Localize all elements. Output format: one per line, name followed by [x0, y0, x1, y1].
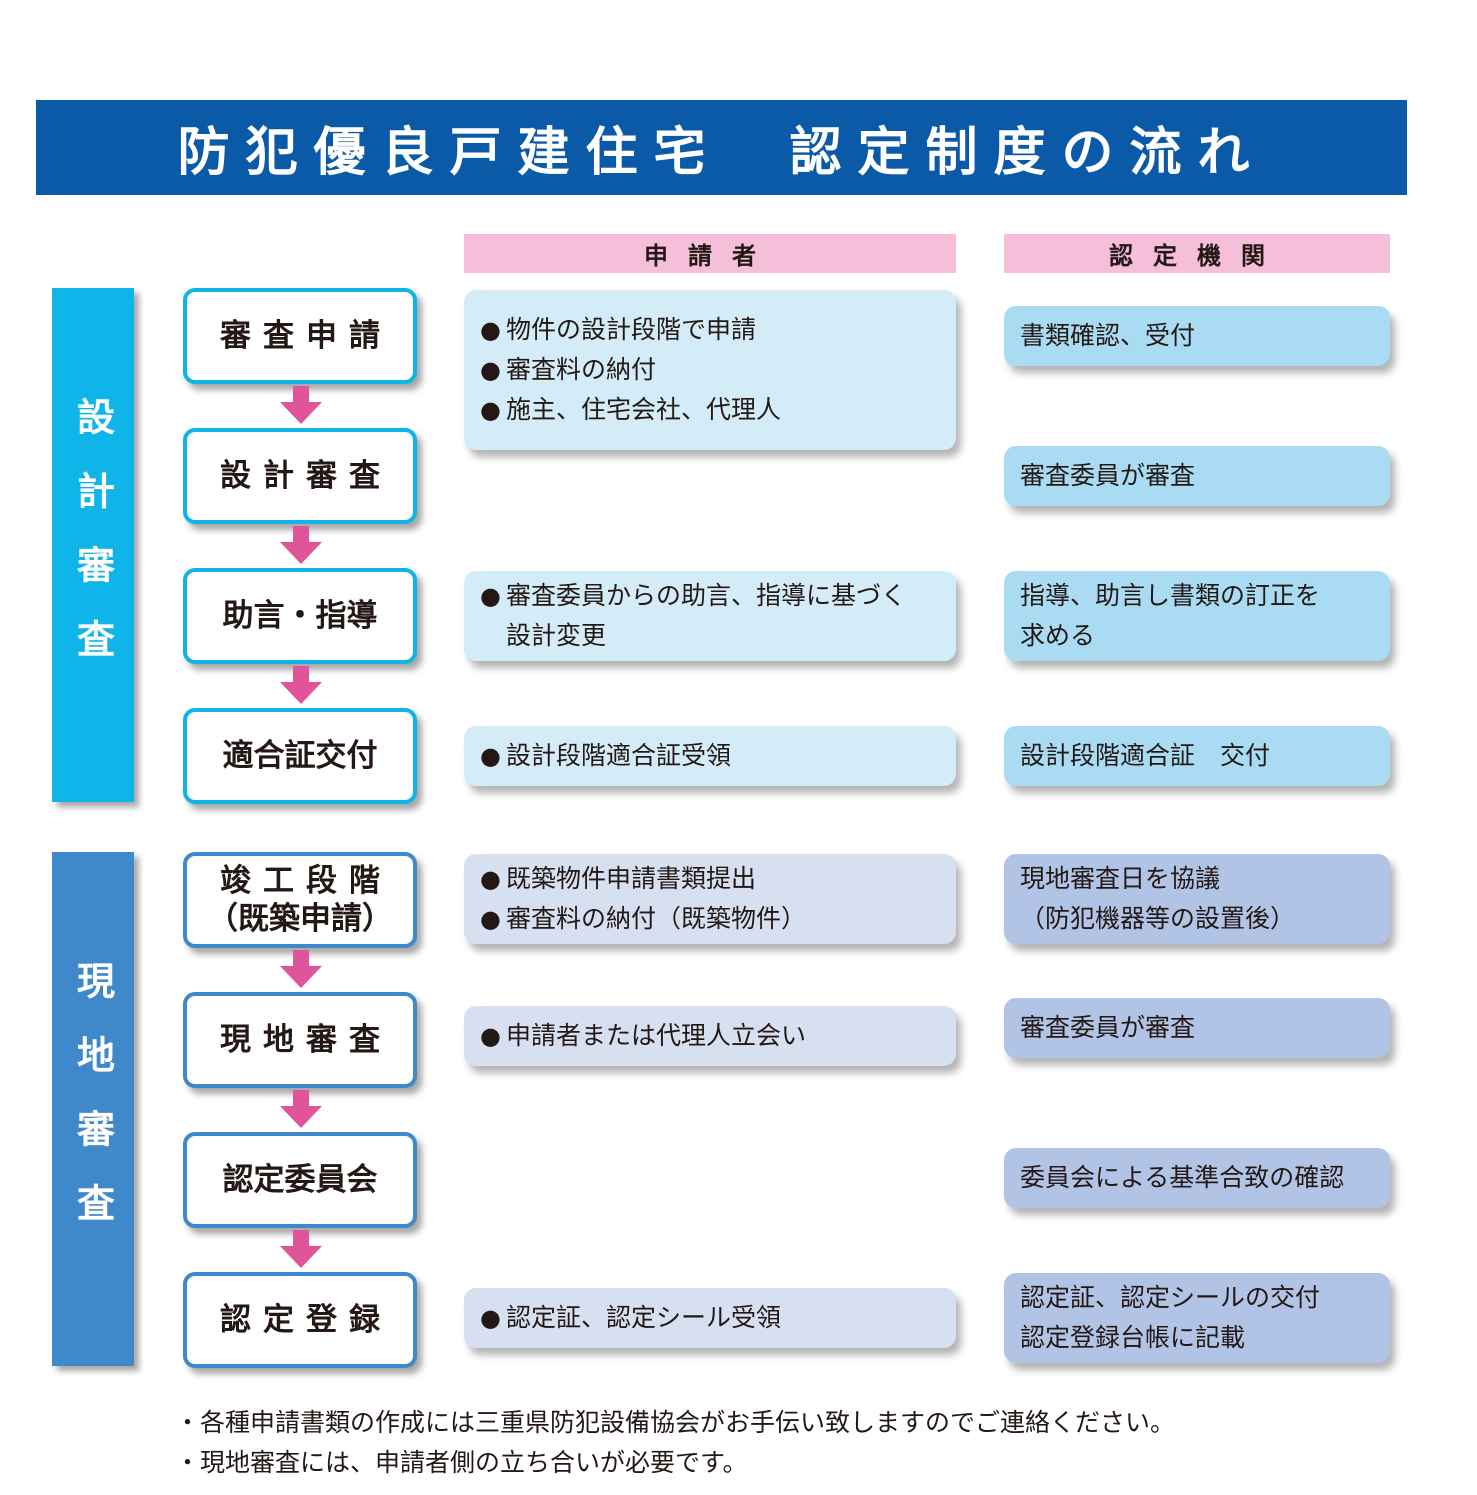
step-label: 認定登録 [220, 1302, 392, 1338]
step-label: 現地審査 [220, 1022, 392, 1058]
bullet-icon: ● [480, 865, 501, 893]
step-advice-guidance: 助言・指導 [183, 568, 417, 664]
column-header-applicant: 申請者 [464, 234, 956, 273]
step-registration: 認定登録 [183, 1272, 417, 1368]
down-arrow-icon [280, 386, 322, 424]
list-item: ●審査料の納付 [480, 350, 940, 390]
phase-bar-design-review: 設計審査 [52, 288, 134, 802]
body-note-completion: 現地審査日を協議 （防犯機器等の設置後） [1004, 854, 1390, 944]
bullet-icon: ● [480, 396, 501, 424]
bullet-icon: ● [480, 1022, 501, 1050]
list-item: ●施主、住宅会社、代理人 [480, 390, 940, 430]
list-item: ●既築物件申請書類提出 [480, 859, 940, 899]
applicant-note-advice: ●審査委員からの助言、指導に基づく 設計変更 [464, 571, 956, 661]
body-note-site-review: 審査委員が審査 [1004, 998, 1390, 1058]
phase-label-site-review: 現地審査 [70, 961, 115, 1257]
body-note-certificate: 設計段階適合証 交付 [1004, 726, 1390, 786]
applicant-note-registration: ●認定証、認定シール受領 [464, 1288, 956, 1348]
down-arrow-icon [280, 950, 322, 988]
down-arrow-icon [280, 666, 322, 704]
step-label: 認定委員会 [222, 1162, 378, 1198]
list-item: ●審査委員からの助言、指導に基づく [480, 576, 940, 616]
bullet-icon: ● [480, 905, 501, 933]
applicant-note-application: ●物件の設計段階で申請 ●審査料の納付 ●施主、住宅会社、代理人 [464, 290, 956, 450]
step-site-review: 現地審査 [183, 992, 417, 1088]
page-title: 防犯優良戸建住宅 認定制度の流れ [177, 123, 1266, 183]
bullet-icon: ● [480, 356, 501, 384]
bullet-icon: ● [480, 1304, 501, 1332]
step-certificate-issue: 適合証交付 [183, 708, 417, 804]
body-note-committee: 委員会による基準合致の確認 [1004, 1148, 1390, 1208]
applicant-note-certificate: ●設計段階適合証受領 [464, 726, 956, 786]
body-note-advice: 指導、助言し書類の訂正を 求める [1004, 571, 1390, 661]
list-item: ●設計段階適合証受領 [480, 736, 940, 776]
body-note-application: 書類確認、受付 [1004, 306, 1390, 366]
list-item: ●申請者または代理人立会い [480, 1016, 940, 1056]
list-item-continuation: 設計変更 [506, 621, 607, 650]
step-label: 適合証交付 [222, 738, 378, 774]
column-header-certifying-body: 認定機関 [1004, 234, 1390, 273]
bullet-icon: ● [480, 582, 501, 610]
body-note-registration: 認定証、認定シールの交付 認定登録台帳に記載 [1004, 1273, 1390, 1363]
phase-bar-site-review: 現地審査 [52, 852, 134, 1366]
bullet-icon: ● [480, 316, 501, 344]
step-application: 審査申請 [183, 288, 417, 384]
list-item: ●審査料の納付（既築物件） [480, 899, 940, 939]
step-committee: 認定委員会 [183, 1132, 417, 1228]
down-arrow-icon [280, 1090, 322, 1128]
step-label: 助言・指導 [222, 598, 378, 634]
footnote: ・各種申請書類の作成には三重県防犯設備協会がお手伝い致しますのでご連絡ください。 [175, 1408, 1176, 1437]
applicant-note-completion: ●既築物件申請書類提出 ●審査料の納付（既築物件） [464, 854, 956, 944]
down-arrow-icon [280, 526, 322, 564]
down-arrow-icon [280, 1230, 322, 1268]
step-label-line2: （既築申請） [207, 901, 393, 937]
step-completion: 竣工段階 （既築申請） [183, 852, 417, 948]
step-design-review: 設計審査 [183, 428, 417, 524]
phase-label-design-review: 設計審査 [70, 397, 115, 693]
applicant-note-site-review: ●申請者または代理人立会い [464, 1006, 956, 1066]
step-label: 設計審査 [220, 458, 392, 494]
step-label: 審査申請 [220, 318, 392, 354]
list-item: ●認定証、認定シール受領 [480, 1298, 940, 1338]
body-note-design-review: 審査委員が審査 [1004, 446, 1390, 506]
bullet-icon: ● [480, 742, 501, 770]
list-item: ●物件の設計段階で申請 [480, 310, 940, 350]
footnote: ・現地審査には、申請者側の立ち合いが必要です。 [175, 1448, 748, 1477]
title-banner: 防犯優良戸建住宅 認定制度の流れ [36, 100, 1407, 195]
step-label-line1: 竣工段階 [220, 863, 392, 899]
